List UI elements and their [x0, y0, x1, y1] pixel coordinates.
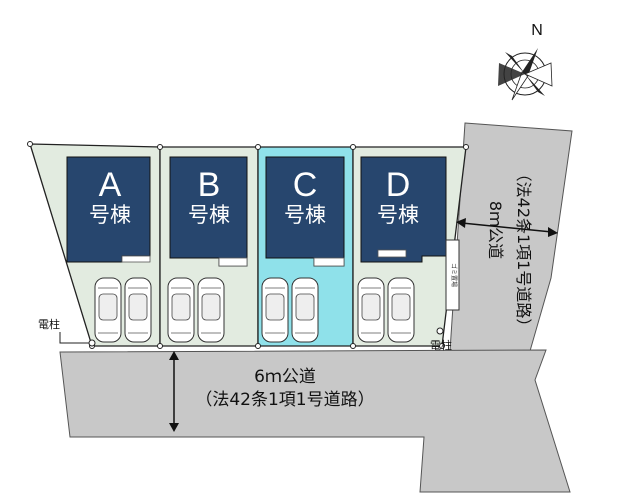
south-road-width: 6ｍ公道 [254, 367, 316, 387]
building-b: B 号棟 [169, 156, 248, 267]
utility-pole-right: 電柱 [430, 327, 452, 352]
building-d: D 号棟 [360, 156, 447, 263]
garbage-area: ゴミ置場 [445, 239, 460, 311]
parked-car-icon [357, 277, 385, 343]
north-label: N [531, 22, 543, 39]
south-road-type: （法42条1項1号道路） [195, 390, 374, 410]
lot-c-label: 号棟 [284, 203, 326, 227]
building-a: A 号棟 [66, 156, 151, 263]
parked-car-icon [387, 277, 415, 343]
pole-left-label: 電柱 [38, 317, 60, 331]
utility-pole-left: 電柱 [38, 317, 96, 347]
east-road-width: 8ｍ公道 [486, 201, 505, 259]
south-road-dimension [169, 351, 179, 432]
garbage-label: ゴミ置場 [450, 263, 458, 287]
boundary-markers [27, 141, 469, 349]
lot-b-letter: B [198, 166, 221, 204]
parked-car-icon [197, 277, 225, 343]
lot-d-label: 号棟 [377, 203, 419, 227]
building-c: C 号棟 [265, 156, 345, 267]
lot-c-letter: C [293, 166, 318, 204]
parking-cars [94, 277, 415, 343]
parked-car-icon [261, 277, 289, 343]
lot-a-letter: A [99, 166, 122, 204]
parked-car-icon [94, 277, 122, 343]
parked-car-icon [124, 277, 152, 343]
lot-b-label: 号棟 [188, 203, 230, 227]
lot-d-letter: D [386, 166, 411, 204]
parked-car-icon [291, 277, 319, 343]
east-road-type: （法42条1項1号道路） [514, 166, 533, 335]
north-arrow-icon: N [498, 22, 553, 101]
lot-a-label: 号棟 [89, 203, 131, 227]
road-east [449, 122, 573, 352]
road-south [59, 349, 571, 493]
pole-right-label: 電柱 [430, 338, 452, 352]
parked-car-icon [167, 277, 195, 343]
east-road-dimension [456, 218, 558, 237]
